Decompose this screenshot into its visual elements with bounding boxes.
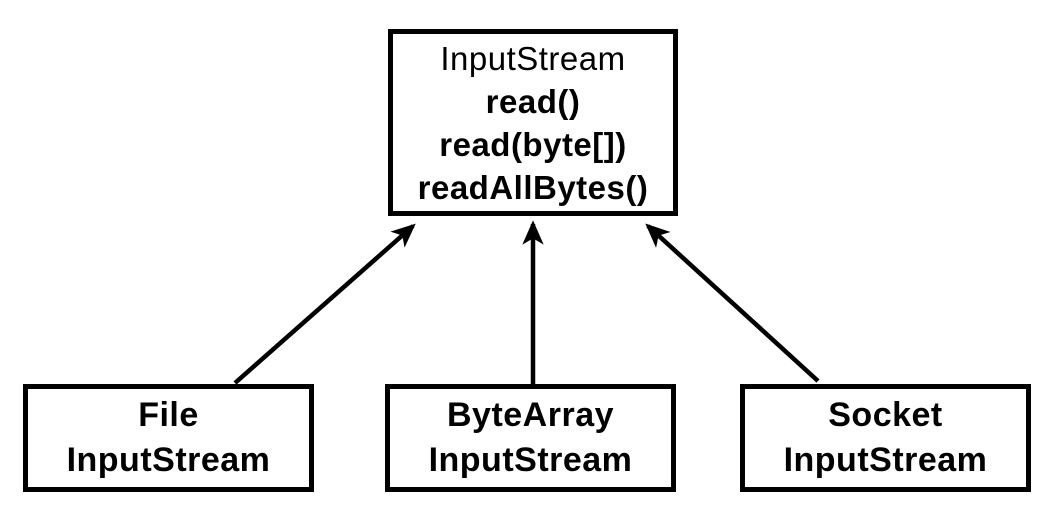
child-class-box-fileinputstream: File InputStream xyxy=(23,384,314,492)
class-name-line: ByteArray xyxy=(446,396,615,434)
method-label-readallbytes: readAllBytes() xyxy=(417,168,649,206)
class-name-line: InputStream xyxy=(66,441,271,479)
class-name-line: Socket xyxy=(828,396,943,434)
inheritance-arrow-socket-to-inputstream xyxy=(645,223,820,383)
method-label-read-byte-array: read(byte[]) xyxy=(439,125,627,163)
method-label-read: read() xyxy=(485,82,581,120)
child-class-box-bytearrayinputstream: ByteArray InputStream xyxy=(385,384,676,492)
class-name-line: File xyxy=(138,396,199,434)
inheritance-arrow-file-to-inputstream xyxy=(233,223,416,385)
parent-class-box-inputstream: InputStream read() read(byte[]) readAllB… xyxy=(388,29,678,216)
class-name-line: InputStream xyxy=(783,441,988,479)
class-name-line: InputStream xyxy=(428,441,633,479)
class-title: InputStream xyxy=(440,39,626,77)
child-class-box-socketinputstream: Socket InputStream xyxy=(740,384,1031,492)
